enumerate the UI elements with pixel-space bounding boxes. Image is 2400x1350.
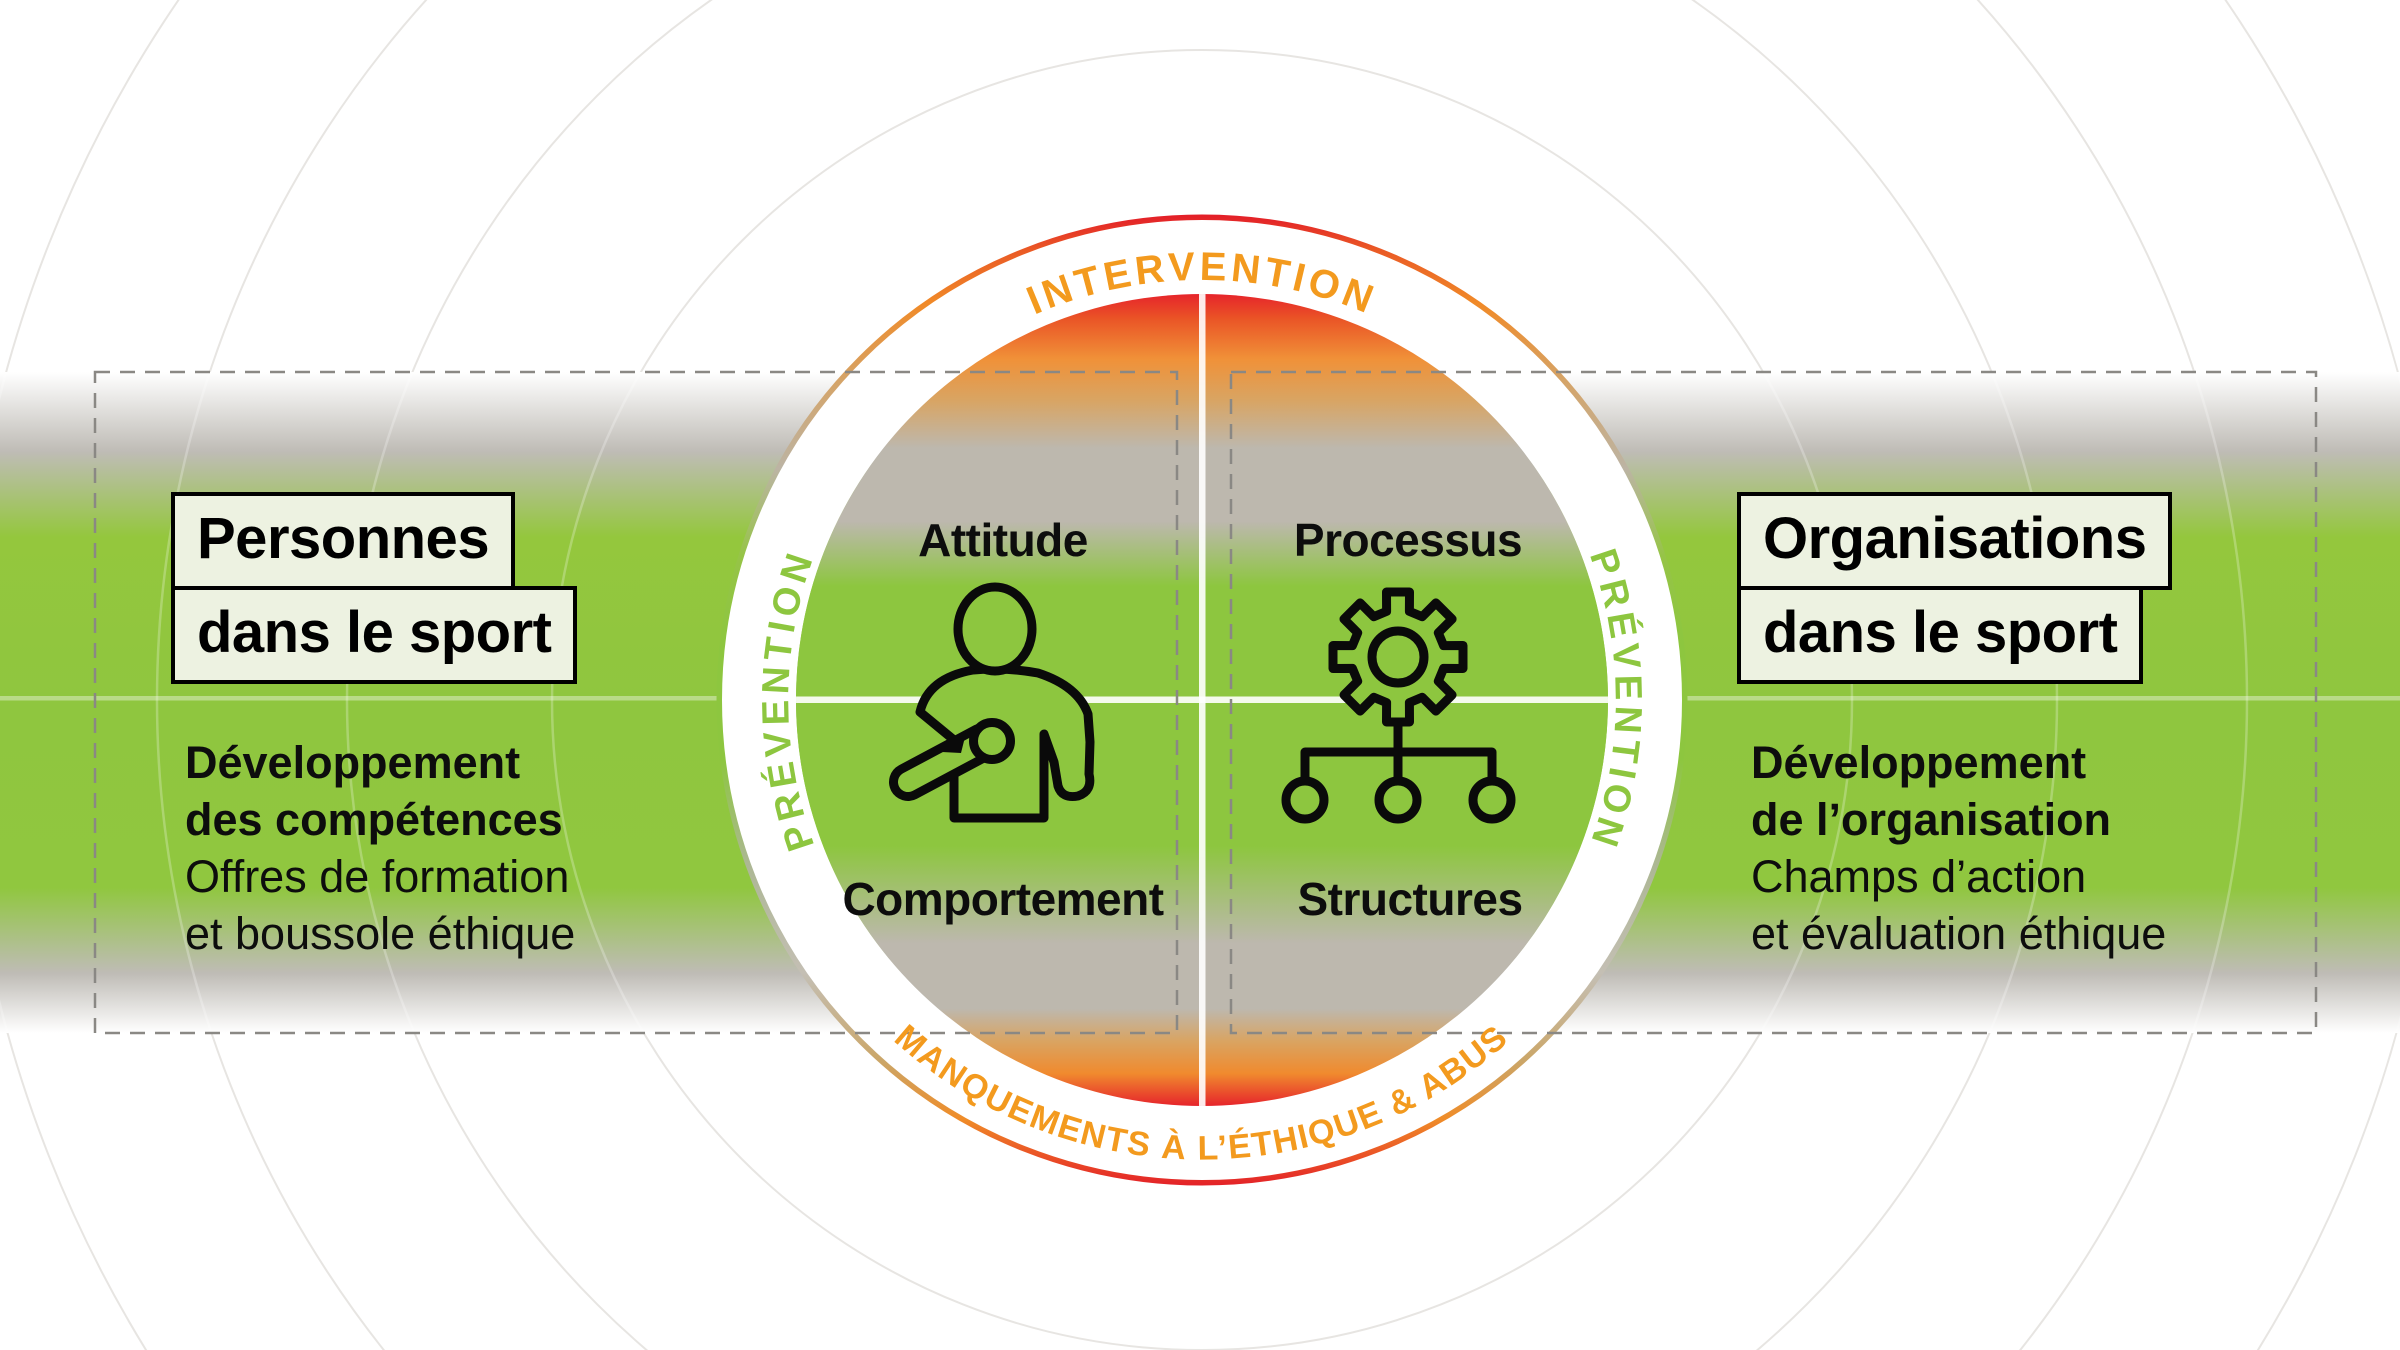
- right-panel-body: Développement de l’organisation Champs d…: [1751, 734, 2172, 962]
- quadrant-label-processus: Processus: [1294, 514, 1522, 566]
- quadrant-label-attitude: Attitude: [918, 514, 1088, 566]
- left-panel-body-line2: des compétences: [185, 794, 563, 845]
- right-panel-body-line2: de l’organisation: [1751, 794, 2112, 845]
- left-panel-title-line2: dans le sport: [171, 586, 578, 684]
- gear-structure-icon: [1281, 587, 1516, 824]
- quadrant-label-comportement: Comportement: [842, 873, 1163, 925]
- dashed-frame-right: [1229, 370, 2318, 1035]
- dashed-frame-left: [93, 370, 1179, 1035]
- right-panel-body-line1: Développement: [1751, 737, 2087, 788]
- right-panel-title-line2: dans le sport: [1737, 586, 2144, 684]
- left-panel-body-line1: Développement: [185, 737, 521, 788]
- right-panel-body-line4: et évaluation éthique: [1751, 908, 2167, 959]
- left-panel-title-line1: Personnes: [171, 492, 516, 590]
- right-panel-title-line1: Organisations: [1737, 492, 2173, 590]
- quadrant-cross-lines: [796, 294, 1608, 1106]
- dashed-frames: [93, 370, 2318, 1035]
- left-panel-body: Développement des compétences Offres de …: [185, 734, 577, 962]
- person-pledge-icon: [889, 582, 1095, 823]
- left-panel-body-line4: et boussole éthique: [185, 908, 576, 959]
- right-panel-body-line3: Champs d’action: [1751, 851, 2087, 902]
- left-panel-body-line3: Offres de formation: [185, 851, 570, 902]
- white-ring: [722, 220, 1682, 1180]
- left-panel: Personnes dans le sport Développement de…: [171, 492, 578, 962]
- right-panel: Organisations dans le sport Développemen…: [1737, 492, 2173, 962]
- outer-ring: [716, 214, 1688, 1186]
- quadrant-label-structures: Structures: [1297, 873, 1522, 925]
